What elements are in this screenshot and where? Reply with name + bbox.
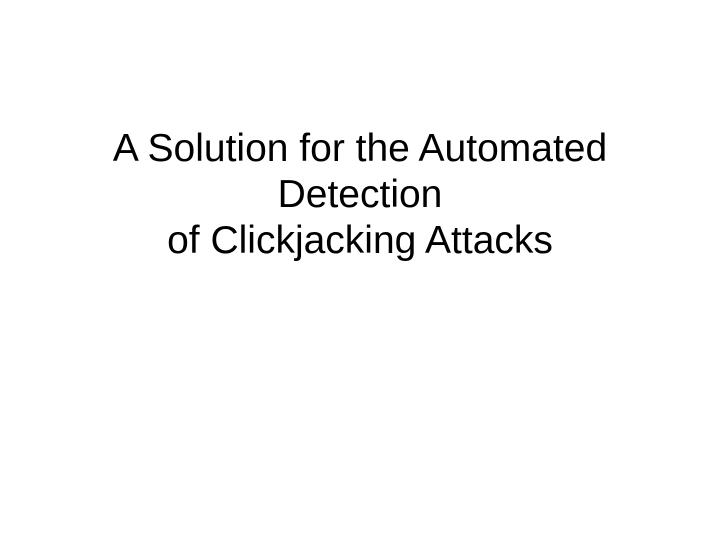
title-line-1: A Solution for the Automated [112,127,608,170]
title-line-3: of Clickjacking Attacks [167,219,553,262]
title-line-2: Detection [277,173,443,216]
slide-title: A Solution for the Automated Detection o… [0,126,720,264]
